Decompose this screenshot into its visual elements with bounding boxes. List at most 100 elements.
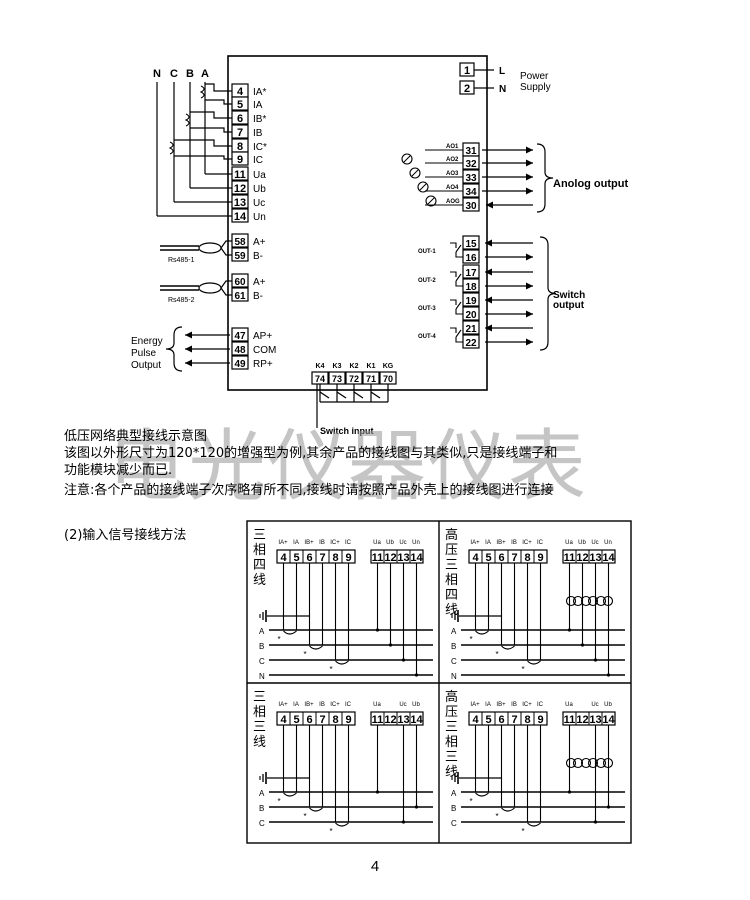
panel-title-char: 三 [253, 689, 266, 704]
panel-terminal-label: IA [293, 540, 299, 546]
panel-terminal-number: 6 [498, 714, 504, 726]
wire [174, 155, 232, 160]
note-line-2: 功能模块减少而已. [64, 463, 173, 478]
terminal-label: B- [253, 251, 263, 262]
junction-dot [414, 805, 419, 809]
meter-body [227, 55, 488, 391]
power-label: Supply [520, 82, 551, 93]
panel-title-char: 三 [253, 719, 266, 734]
terminal-label: IB [253, 128, 263, 139]
phase-label: B [451, 804, 456, 813]
arrow-head [526, 159, 533, 167]
panel-terminal-number: 6 [306, 552, 312, 564]
terminal-label: IC* [253, 142, 267, 153]
panel-terminal-number: 8 [332, 714, 338, 726]
relay-contact [455, 273, 462, 282]
phase-label: A [451, 789, 457, 798]
panel-terminal-label: IB [511, 702, 517, 708]
energy-terminal [231, 327, 249, 342]
pt-transformers [565, 757, 614, 769]
panel-terminal-number: 11 [564, 714, 576, 726]
terminal-number: 70 [383, 374, 393, 384]
panel-terminal-label: Uc [591, 540, 598, 546]
panel-terminal-label: IB+ [496, 540, 506, 546]
panel-terminal-number: 9 [537, 714, 543, 726]
wire [455, 252, 463, 258]
terminal-label: Un [253, 212, 266, 223]
panel-terminal-number: 7 [319, 552, 325, 564]
ct-mark: * [304, 812, 307, 821]
terminal-number: 2 [464, 83, 470, 95]
terminal-label: IA* [253, 87, 266, 98]
panel-terminal-number: 14 [602, 552, 615, 564]
terminal-label: K1 [367, 363, 376, 370]
arrow-head [486, 201, 493, 209]
panel-title-char: 相 [445, 734, 458, 749]
ammeter-symbol [425, 195, 437, 207]
panel-terminal-number: 14 [410, 714, 423, 726]
pt-coil [580, 757, 592, 769]
panel-terminal-number: 12 [384, 714, 396, 726]
panel-terminal-label: IB [319, 540, 325, 546]
note-line-3: 注意:各个产品的接线端子次序略有所不同,接线时请按照产品外壳上的接线图进行连接 [64, 483, 554, 498]
ct-mark: * [522, 665, 525, 674]
panel-terminal-number: 7 [511, 552, 517, 564]
panel-terminal-number: 5 [293, 714, 299, 726]
switch-output-terminal [462, 264, 480, 279]
ct-loop [501, 645, 515, 650]
terminal-number: 58 [234, 237, 246, 248]
arrow-head [185, 345, 192, 353]
energy-label: Pulse [131, 348, 156, 359]
relay-contact [455, 301, 462, 310]
phase-label: N [153, 68, 161, 80]
terminal-number: 33 [465, 173, 477, 184]
brace [536, 143, 554, 213]
terminal-number: 8 [237, 141, 243, 153]
terminal-label: IC [253, 155, 263, 166]
panel-title-char: 相 [253, 542, 266, 557]
panel-terminal-label: IC [537, 702, 544, 708]
wire [455, 337, 463, 343]
arrow-head [485, 296, 492, 304]
diagram-caption: 低压网络典型接线示意图 [64, 429, 208, 444]
panel-terminal-label: IC [345, 540, 352, 546]
panel-terminal-number: 13 [397, 714, 409, 726]
terminal-number: 30 [465, 201, 477, 212]
terminal-label: B- [253, 291, 263, 302]
terminal-label: L [499, 66, 505, 77]
panel-terminal-label: IA+ [470, 702, 480, 708]
panel-terminal-label: IA [485, 540, 491, 546]
phase-label: B [259, 804, 264, 813]
terminal-label: A+ [253, 237, 266, 248]
panel-title-char: 相 [445, 572, 458, 587]
junction-dot [593, 820, 598, 824]
panel-title-char: 高 [445, 527, 458, 542]
terminal-number: 49 [234, 359, 246, 370]
panel-terminal-label: Ua [373, 540, 381, 546]
panel-title-char: 高 [445, 689, 458, 704]
energy-label: Output [131, 360, 161, 371]
panel-terminal-number: 5 [293, 552, 299, 564]
terminal-label: COM [253, 345, 276, 356]
junction-dot [567, 790, 572, 794]
relay-contact [455, 244, 462, 253]
terminal-number: 59 [234, 251, 246, 262]
ct-mark: * [470, 635, 473, 644]
panel-terminal-label: IC+ [330, 702, 340, 708]
wire [220, 240, 232, 249]
panel-terminal-label: IC+ [330, 540, 340, 546]
junction-dot [375, 628, 380, 632]
ct-mark: * [278, 635, 281, 644]
panel-terminal-number: 8 [524, 552, 530, 564]
panel-terminal-label: IB+ [304, 540, 314, 546]
terminal-number: 22 [465, 338, 477, 349]
pt-coil [587, 595, 599, 607]
ct-loop [309, 645, 323, 650]
switch-output-terminal [462, 320, 480, 335]
brace [165, 326, 183, 372]
terminal-number: 71 [366, 374, 376, 384]
phase-label: A [201, 68, 209, 80]
